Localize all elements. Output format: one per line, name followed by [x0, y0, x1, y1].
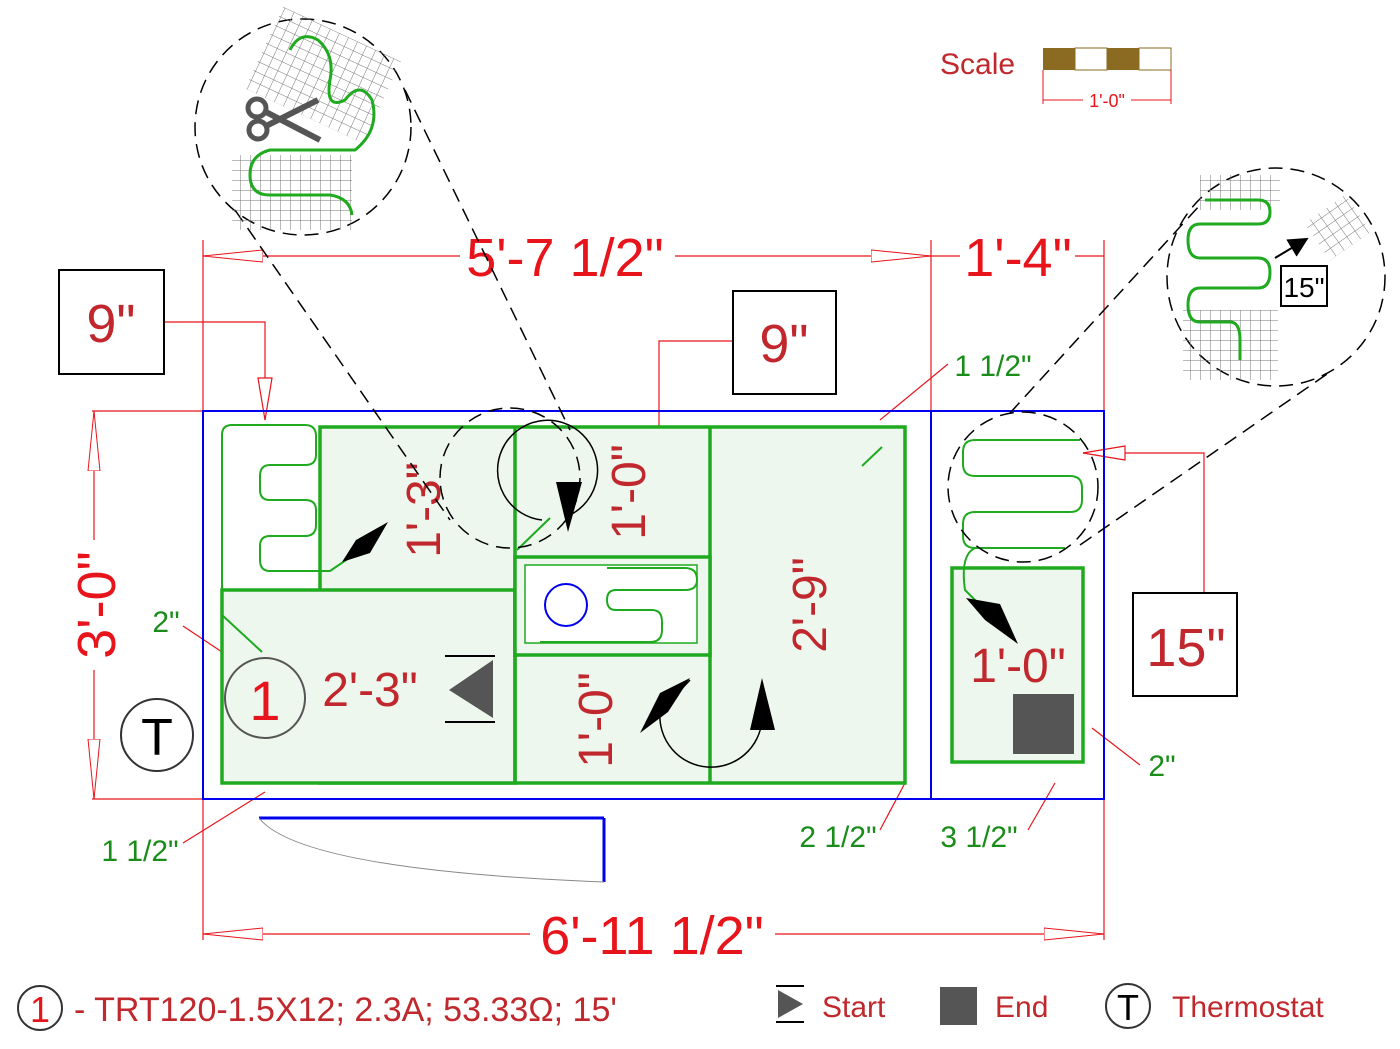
callout-right-spacing: 15" — [1146, 618, 1225, 678]
dim-top-right: 1'-4" — [964, 228, 1072, 288]
scissors-icon — [245, 96, 322, 143]
mat-number: 1 — [249, 669, 280, 732]
offset-bottom-right: 3 1/2" — [940, 821, 1017, 854]
dim-left-height: 3'-0" — [67, 551, 127, 659]
start-marker — [445, 655, 495, 723]
room-outline — [202, 410, 1105, 800]
callout-left-spacing: 9" — [86, 294, 135, 354]
offset-left: 2" — [152, 606, 179, 639]
mat-number-marker — [224, 657, 306, 739]
legend-end: End — [995, 991, 1048, 1024]
offset-right: 2" — [1148, 750, 1175, 783]
cable-direction-arrows — [342, 419, 1018, 768]
zone-label-3: 2'-9" — [784, 557, 837, 653]
zone-label-2: 1'-0" — [603, 444, 656, 540]
zone-label-5: 2'-3" — [322, 664, 418, 717]
legend-start-icon — [776, 985, 804, 1023]
callout-mid-spacing: 9" — [759, 314, 808, 374]
end-marker — [1013, 694, 1074, 754]
turn-mat-detail: 15" — [1183, 175, 1372, 380]
legend-thermostat-symbol: T — [1117, 987, 1139, 1028]
legend-thermostat: Thermostat — [1172, 991, 1324, 1024]
scale-length: 1'-0" — [1089, 91, 1125, 111]
door — [258, 816, 606, 883]
zone-label-6: 1'-0" — [970, 640, 1066, 693]
zone-label-4: 1'-0" — [570, 672, 623, 768]
drain-icon — [544, 583, 588, 627]
legend-thermostat-icon — [1105, 983, 1151, 1029]
legend: 1 - TRT120-1.5X12; 2.3A; 53.33Ω; 15' Sta… — [17, 983, 1324, 1031]
scale-label: Scale — [940, 48, 1015, 81]
callout-box-mid — [732, 290, 837, 395]
legend-end-icon — [940, 987, 977, 1025]
callout-box-left — [58, 269, 165, 375]
legend-mat-number: 1 — [30, 989, 50, 1030]
legend-start: Start — [822, 991, 886, 1024]
thermostat-icon — [120, 698, 194, 772]
legend-mat-spec: - TRT120-1.5X12; 2.3A; 53.33Ω; 15' — [74, 991, 617, 1029]
callout-box-right — [1132, 592, 1238, 697]
offset-bottom-left: 1 1/2" — [101, 835, 178, 868]
thermostat-symbol: T — [141, 709, 173, 767]
offset-top-right: 1 1/2" — [954, 350, 1031, 383]
cut-mat-detail — [232, 6, 401, 230]
scale-bar: Scale 1'-0" — [940, 47, 1172, 111]
detail-spacing: 15" — [1283, 272, 1324, 303]
dim-top-main: 5'-7 1/2" — [466, 228, 664, 288]
offset-bottom-mid: 2 1/2" — [799, 821, 876, 854]
heating-cable — [221, 424, 1083, 653]
dim-bottom-total: 6'-11 1/2" — [540, 906, 764, 966]
